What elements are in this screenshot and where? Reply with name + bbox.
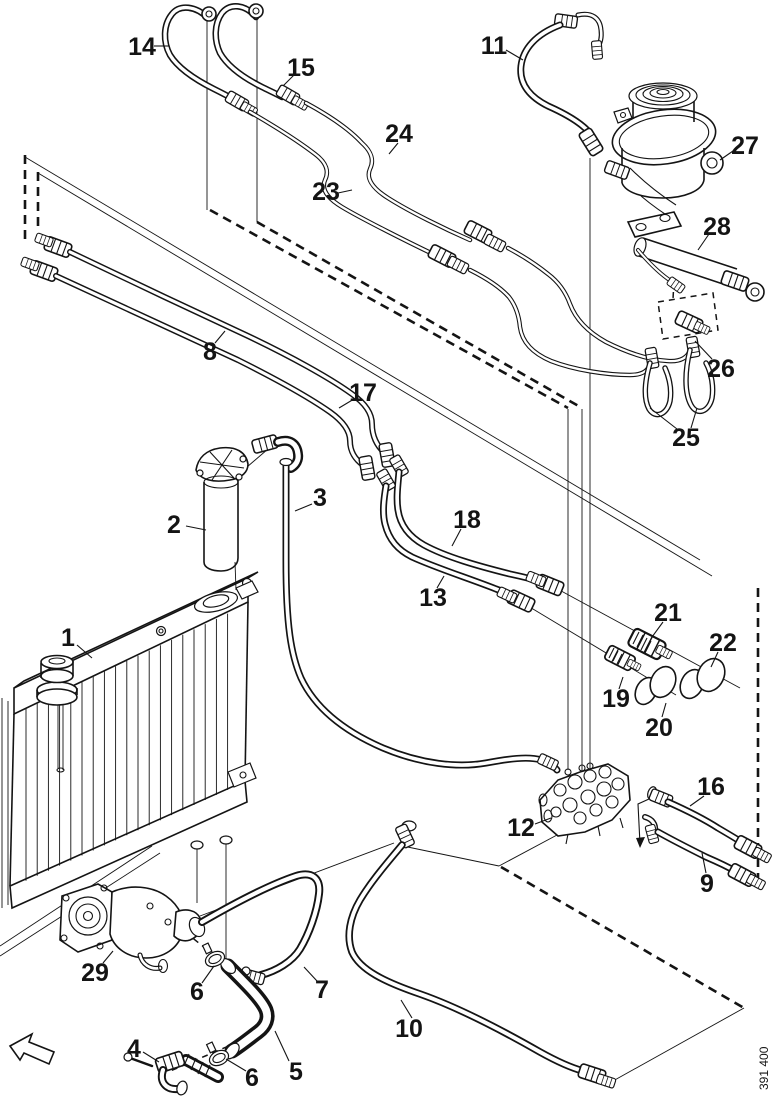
callout-2: 2 [167,511,181,539]
leader-line-1 [76,644,93,659]
leader-line-15 [282,73,296,87]
callout-6b: 6 [245,1064,259,1092]
callout-11: 11 [481,32,508,60]
hose-17 [19,256,376,482]
leader-line-19 [618,676,624,690]
clamp-6a [201,942,226,968]
plug-22 [679,657,726,700]
leader-line-13 [436,575,445,589]
leader-line-12 [534,817,552,825]
leader-line-25 [690,407,698,429]
callout-13: 13 [419,584,447,612]
callout-7: 7 [315,976,329,1004]
callout-18: 18 [453,506,481,534]
leader-line-20 [661,702,667,718]
part-4-drain-valve [123,1049,188,1096]
hose-13 [375,467,537,614]
callout-27: 27 [731,132,759,160]
loop-hoses-25 [642,335,716,418]
hose-9 [642,814,767,891]
leader-line-29 [102,950,114,964]
clamp-6b [205,1041,230,1067]
part-1-radiator [1,571,259,910]
leader-line-5 [274,1030,290,1062]
callout-22: 22 [709,629,737,657]
part-2-filter [195,446,249,572]
callout-29: 29 [81,959,109,987]
hose-14 [161,4,259,118]
leader-line-6a [201,965,215,984]
hose-16 [647,786,773,864]
leader-line-4 [142,1051,160,1063]
callout-17: 17 [349,379,377,407]
corrugated-connector [180,1053,224,1083]
leader-line-22 [710,651,719,668]
leader-line-25 [649,407,678,430]
leader-line-27 [719,150,734,161]
leader-line-2 [185,525,207,531]
leader-line-3 [294,503,313,512]
leader-line-26 [694,340,713,360]
callout-9: 9 [700,870,714,898]
callout-24: 24 [385,120,413,148]
fitting-21 [625,626,674,662]
leader-line-8 [214,330,226,344]
hose-7 [198,870,324,986]
filter-pipe-elbow [250,433,304,473]
callout-26: 26 [707,355,735,383]
leader-line-10 [400,999,413,1019]
leader-line-16 [689,795,705,807]
leader-line-24 [388,142,399,155]
callout-4: 4 [127,1035,141,1063]
callout-3: 3 [313,484,327,512]
leader-line-17 [338,398,355,409]
callout-20: 20 [645,714,673,742]
callout-8: 8 [203,338,217,366]
part-28-cylinder [626,211,765,302]
callout-10: 10 [395,1015,423,1043]
hose-18 [388,453,566,598]
leader-line-6b [225,1058,247,1072]
leader-line-18 [451,528,462,547]
hose-8 [33,232,396,469]
part-29-pump [59,883,206,974]
callout-6a: 6 [190,978,204,1006]
leader-line-28 [697,233,710,251]
hose-10 [345,820,617,1090]
drawing-number: 391 400 [757,1046,771,1090]
callout-19: 19 [602,685,630,713]
leader-line-23 [337,189,353,194]
callout-15: 15 [287,54,315,82]
callout-21: 21 [654,599,682,627]
part-27-reservoir [603,82,724,222]
plug-20 [634,665,677,706]
leader-line-11 [505,49,524,61]
callout-1: 1 [61,624,75,652]
hose-15 [212,3,310,112]
callout-14: 14 [128,33,156,61]
radiator-cap [36,654,78,706]
callout-28: 28 [703,213,731,241]
callout-12: 12 [507,814,535,842]
callout-16: 16 [697,773,725,801]
steel-line-23 [247,109,653,378]
callout-23: 23 [312,178,340,206]
leader-line-21 [651,621,664,638]
callout-25: 25 [672,424,700,452]
part-12-valve-block [536,752,631,845]
callout-5: 5 [289,1058,303,1086]
flow-arrow-icon [636,798,650,848]
fitting-19 [602,643,642,673]
callout-layer: 1234566789101112131415161718192021222324… [61,32,759,1092]
hose-11 [517,11,605,158]
leader-line-7 [303,966,318,982]
leader-line-9 [701,852,707,874]
direction-arrow-icon [8,1032,56,1066]
fitting-26 [673,309,712,336]
overflow-tube [56,700,65,773]
steel-line-24 [303,100,693,364]
